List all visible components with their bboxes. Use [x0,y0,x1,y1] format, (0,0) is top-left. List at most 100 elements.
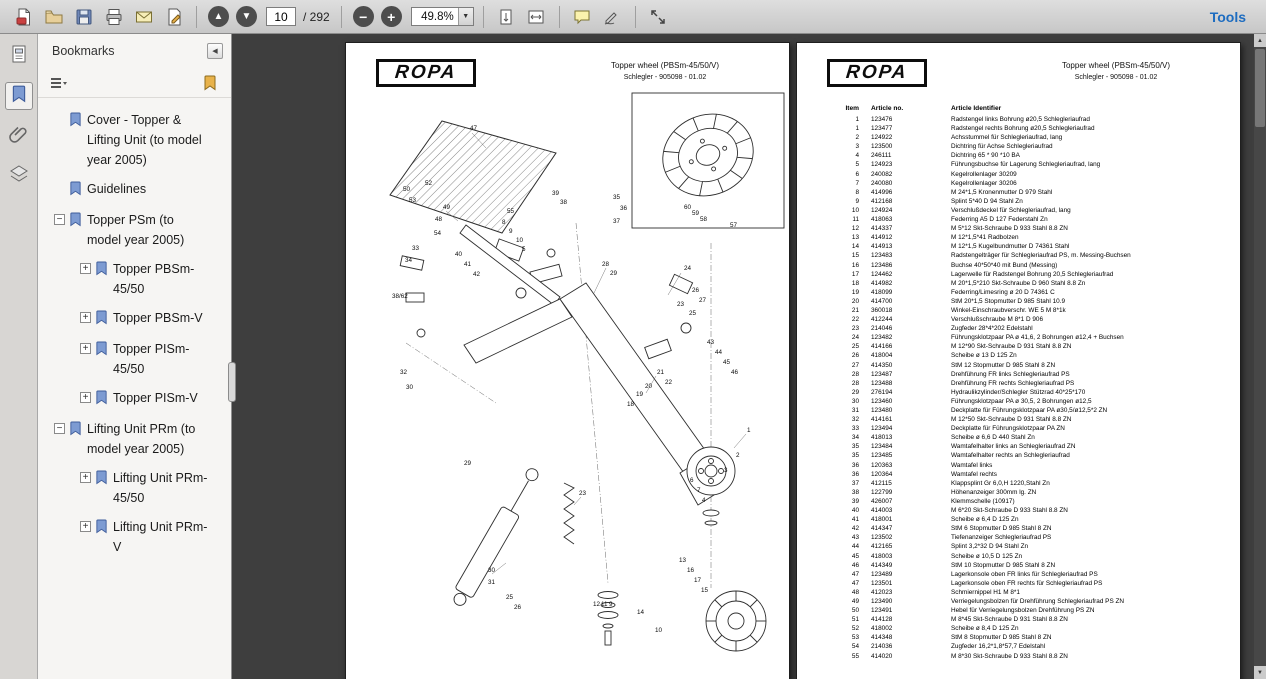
diagram-callout: 17 [694,577,702,584]
scroll-up-button[interactable]: ▲ [1254,34,1266,47]
bookmark-label: Topper PBSm-V [113,311,203,325]
item-cell: 54 [851,643,859,651]
bookmark-item[interactable]: +Lifting Unit PRm-V [80,517,227,557]
identifier-cell: Zugfeder 28*4*202 Edelstahl [951,325,1033,333]
bookmark-item[interactable]: +Topper PISm-45/50 [80,339,227,379]
toolbar-separator [558,5,560,28]
article-no-cell: 418001 [871,516,893,524]
identifier-cell: StM 12 Stopmutter D 985 Stahl 8 ZN [951,361,1056,369]
article-no-cell: 414003 [871,507,893,515]
identifier-cell: Klemmschelle (10917) [951,497,1015,505]
diagram-callout: 57 [730,222,738,229]
identifier-cell: Scheibe ø 6,6 D 440 Stahl Zn [951,434,1035,442]
floppy-icon [74,7,94,27]
article-no-cell: 412115 [871,479,892,487]
zoom-out-button[interactable]: − [352,6,374,27]
diagram-callout: 38/62 [392,293,408,300]
item-cell: 47 [851,579,859,587]
item-cell: 1 [855,125,859,133]
expand-expander[interactable]: + [80,472,91,483]
diagram-callout: 14 [637,609,645,616]
previous-page-button[interactable]: ▲ [208,6,229,27]
diagram-callout: 27 [699,297,707,304]
diagram-callout: 3 [724,467,728,474]
bookmark-item[interactable]: Guidelines [54,179,227,201]
fit-width-button[interactable] [523,4,550,30]
zoom-level-select[interactable]: 49.8% ▼ [410,7,474,26]
item-cell: 28 [851,370,859,378]
diagram-callout: 30 [406,384,414,391]
expand-expander[interactable]: + [80,263,91,274]
email-button[interactable] [130,4,157,30]
panel-splitter[interactable] [228,362,236,402]
identifier-cell: Verschlußdeckel für Schlegleriaufrad, la… [951,206,1071,214]
tools-panel-button[interactable]: Tools [1209,8,1246,25]
print-button[interactable] [100,4,127,30]
article-no-cell: 418003 [871,552,893,560]
diagram-callout: 5 [522,246,526,253]
scrollbar-thumb[interactable] [1255,49,1265,127]
zoom-in-button[interactable]: + [380,6,402,27]
page-number-input[interactable] [266,7,296,26]
expand-expander[interactable]: + [80,392,91,403]
collapse-expander[interactable]: − [54,423,65,434]
signature-button[interactable] [599,4,626,30]
diagram-callout: 15 [701,587,709,594]
identifier-cell: Lagerkonsole oben FR links für Schlegler… [951,570,1098,578]
item-cell: 15 [851,252,859,260]
bookmarks-panel-button[interactable] [4,82,33,110]
page-scroll-mode-button[interactable] [493,4,520,30]
open-button[interactable] [40,4,67,30]
bookmark-item[interactable]: −Topper PSm (to model year 2005) [54,210,227,250]
diagram-callout: 60 [684,204,692,211]
collapse-panel-button[interactable]: ◀ [207,43,223,59]
layers-panel-button[interactable] [5,162,33,190]
expand-current-bookmark-button[interactable] [199,73,221,93]
identifier-cell: Achsstummel für Schlegleriaufrad, lang [951,134,1063,142]
bookmark-item[interactable]: +Topper PISm-V [80,388,227,410]
scroll-down-button[interactable]: ▼ [1254,666,1266,679]
sign-document-button[interactable] [160,4,187,30]
identifier-cell: Lagerkonsole oben FR rechts für Schlegle… [951,579,1103,587]
article-no-cell: 426007 [871,497,893,505]
expand-expander[interactable]: + [80,343,91,354]
article-no-cell: 418004 [871,352,893,360]
bookmark-icon [95,470,108,490]
expand-expander[interactable]: + [80,521,91,532]
expand-expander[interactable]: + [80,312,91,323]
identifier-cell: StM 6 Stopmutter D 985 Stahl 8 ZN [951,525,1052,533]
bookmark-item[interactable]: −Lifting Unit PRm (to model year 2005) [54,419,227,459]
bookmark-options-button[interactable] [48,73,70,93]
item-cell: 38 [851,488,859,496]
fullscreen-button[interactable] [645,4,672,30]
bookmark-label: Cover - Topper & Lifting Unit (to model … [87,113,202,167]
bookmark-item[interactable]: Cover - Topper & Lifting Unit (to model … [54,110,227,170]
bookmark-item[interactable]: + Topper PBSm-V [80,308,227,330]
identifier-cell: Wamtafelhalter rechts an Schlegleriaufra… [951,452,1070,460]
bookmark-item[interactable]: +Lifting Unit PRm-45/50 [80,468,227,508]
article-no-cell: 414996 [871,188,893,196]
bookmark-item[interactable]: +Topper PBSm-45/50 [80,259,227,299]
save-button[interactable] [70,4,97,30]
attachments-panel-button[interactable] [5,122,33,150]
collapse-expander[interactable]: − [54,214,65,225]
comment-button[interactable] [569,4,596,30]
bookmark-label: Guidelines [87,182,147,196]
vertical-scrollbar[interactable]: ▲ ▼ [1254,34,1266,679]
next-page-button[interactable]: ▼ [236,6,257,27]
create-pdf-button[interactable] [10,4,37,30]
article-no-cell: 123494 [871,425,893,433]
page-thumbnails-button[interactable] [5,42,33,70]
page-title: Topper wheel (PBSm-45/50/V) [610,61,720,70]
diagram-callout: 46 [731,369,739,376]
